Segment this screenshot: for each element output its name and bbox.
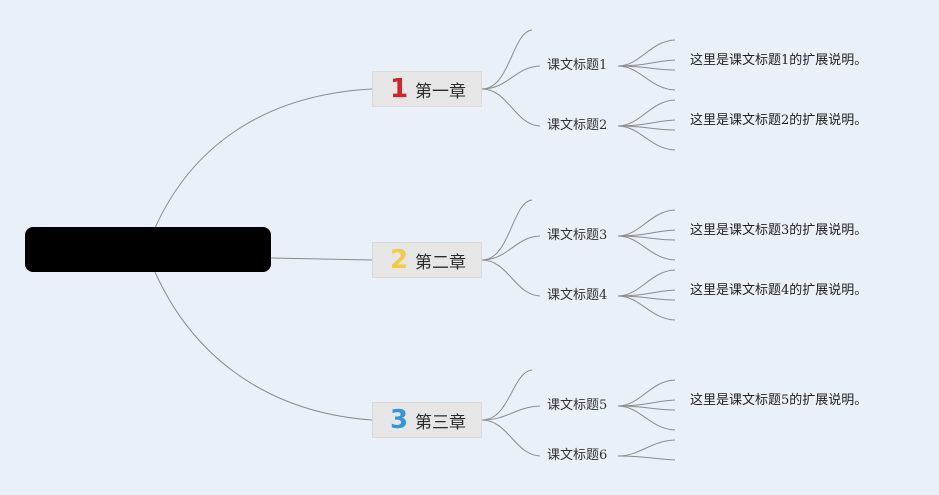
root-topic[interactable] xyxy=(25,227,271,272)
connector-root-chapter-1 xyxy=(154,88,373,229)
lesson-node-3[interactable]: 课文标题3 xyxy=(547,228,608,243)
chapter-label: 第三章 xyxy=(415,412,466,433)
connector-chapter-1-stub xyxy=(481,29,533,90)
lesson-node-5[interactable]: 课文标题5 xyxy=(547,398,608,413)
connector-chapter-2-lesson-4 xyxy=(481,259,541,297)
connector-chapter-3-lesson-6 xyxy=(481,419,541,457)
lesson-description-2[interactable]: 这里是课文标题2的扩展说明。 xyxy=(690,113,868,128)
chapter-number-icon: 1 xyxy=(389,74,409,104)
chapter-label: 第一章 xyxy=(415,81,466,102)
lesson-node-4[interactable]: 课文标题4 xyxy=(547,288,608,303)
lesson-node-1[interactable]: 课文标题1 xyxy=(547,58,608,73)
lesson-description-1[interactable]: 这里是课文标题1的扩展说明。 xyxy=(690,53,868,68)
lesson-description-4[interactable]: 这里是课文标题4的扩展说明。 xyxy=(690,283,868,298)
lesson-node-6[interactable]: 课文标题6 xyxy=(547,448,608,463)
lesson-node-2[interactable]: 课文标题2 xyxy=(547,118,608,133)
chapter-number-icon: 2 xyxy=(389,245,409,275)
chapter-node-3[interactable]: 3 第三章 xyxy=(372,402,482,438)
connector-chapter-1-lesson-2 xyxy=(481,88,541,127)
connector-chapter-3-lesson-5 xyxy=(481,405,541,421)
chapter-number-icon: 3 xyxy=(389,405,409,435)
connector-chapter-3-stub xyxy=(481,369,533,421)
connector-root-chapter-2 xyxy=(270,257,373,261)
connector-chapter-2-stub xyxy=(481,199,533,261)
connector-chapter-1-lesson-1 xyxy=(481,65,541,90)
lesson-description-3[interactable]: 这里是课文标题3的扩展说明。 xyxy=(690,223,868,238)
lesson-description-5[interactable]: 这里是课文标题5的扩展说明。 xyxy=(690,393,868,408)
chapter-node-2[interactable]: 2 第二章 xyxy=(372,242,482,278)
connector-root-chapter-3 xyxy=(154,271,373,421)
chapter-label: 第二章 xyxy=(415,252,466,273)
chapter-node-1[interactable]: 1 第一章 xyxy=(372,71,482,107)
connector-chapter-2-lesson-3 xyxy=(481,235,541,261)
